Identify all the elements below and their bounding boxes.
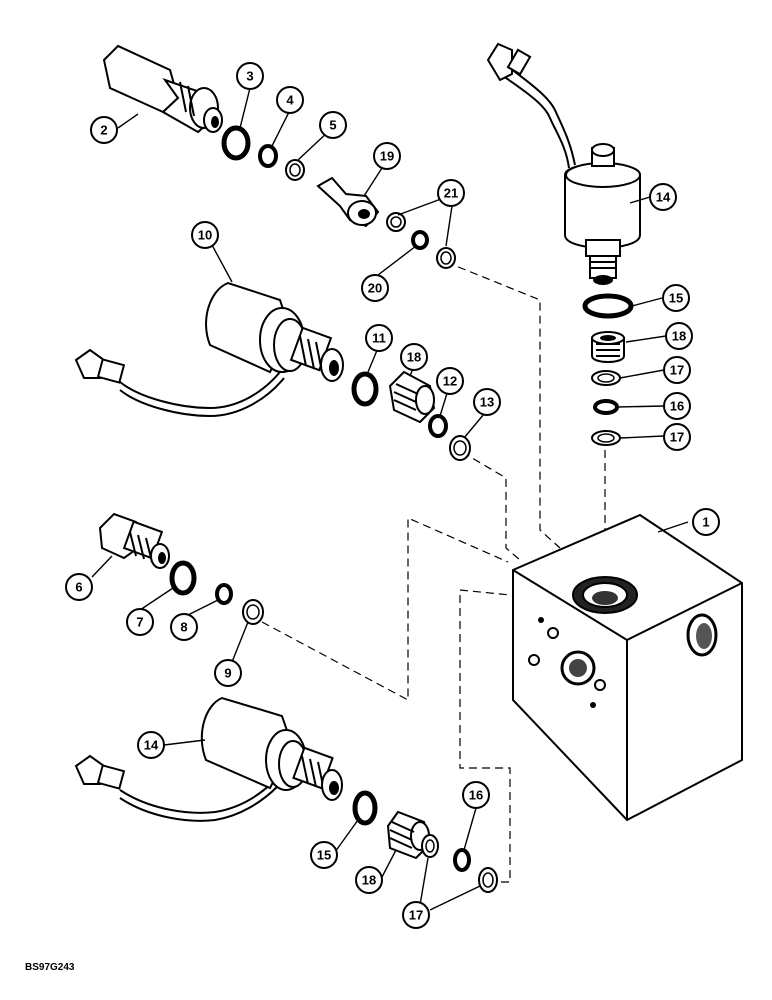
callout-17-bottom: 17 bbox=[402, 901, 430, 929]
seal-rings-middle bbox=[351, 370, 471, 461]
callout-label: 8 bbox=[180, 620, 187, 635]
solenoid-valve-middle bbox=[74, 281, 344, 418]
callout-8: 8 bbox=[170, 613, 198, 641]
seal-rings-bottom bbox=[352, 790, 498, 893]
callout-19: 19 bbox=[373, 142, 401, 170]
callout-7: 7 bbox=[126, 608, 154, 636]
cartridge-valve-top bbox=[102, 44, 223, 134]
callout-label: 17 bbox=[409, 908, 423, 923]
callout-label: 4 bbox=[286, 93, 294, 108]
callout-17-top-b: 17 bbox=[663, 423, 691, 451]
callout-17-top-a: 17 bbox=[663, 356, 691, 384]
callout-label: 3 bbox=[246, 69, 253, 84]
callout-9: 9 bbox=[214, 659, 242, 687]
callout-14-top: 14 bbox=[649, 183, 677, 211]
solenoid-valve-bottom bbox=[74, 696, 343, 822]
callout-4: 4 bbox=[276, 86, 304, 114]
callout-label: 17 bbox=[670, 430, 684, 445]
callout-1: 1 bbox=[692, 508, 720, 536]
callout-label: 5 bbox=[329, 118, 336, 133]
callout-18-bottom: 18 bbox=[355, 866, 383, 894]
callout-label: 18 bbox=[407, 350, 421, 365]
valve-block bbox=[512, 513, 743, 822]
callout-label: 6 bbox=[75, 580, 82, 595]
callout-label: 19 bbox=[380, 149, 394, 164]
solenoid-valve-vertical bbox=[486, 42, 641, 285]
callout-13: 13 bbox=[473, 388, 501, 416]
seal-rings-21-20 bbox=[386, 212, 456, 269]
callout-16-top: 16 bbox=[663, 392, 691, 420]
callout-label: 2 bbox=[100, 123, 107, 138]
callout-label: 21 bbox=[444, 186, 458, 201]
callout-label: 16 bbox=[670, 399, 684, 414]
cartridge-plug bbox=[98, 512, 170, 569]
callout-label: 13 bbox=[480, 395, 494, 410]
valve-poppet bbox=[316, 176, 380, 228]
callout-label: 11 bbox=[372, 331, 386, 346]
callout-label: 7 bbox=[136, 615, 143, 630]
vertical-seal-stack bbox=[582, 293, 634, 446]
callout-label: 16 bbox=[469, 788, 483, 803]
callout-label: 20 bbox=[368, 281, 382, 296]
callout-3: 3 bbox=[236, 62, 264, 90]
callout-14-bottom: 14 bbox=[137, 731, 165, 759]
callout-label: 1 bbox=[702, 515, 709, 530]
callout-6: 6 bbox=[65, 573, 93, 601]
callout-10: 10 bbox=[191, 221, 219, 249]
callout-18-middle: 18 bbox=[400, 343, 428, 371]
assembly-dashed-lines bbox=[261, 261, 606, 883]
callout-label: 14 bbox=[656, 190, 671, 205]
callout-label: 18 bbox=[362, 873, 376, 888]
callout-11: 11 bbox=[365, 324, 393, 352]
callout-label: 14 bbox=[144, 738, 159, 753]
callout-15-top: 15 bbox=[662, 284, 690, 312]
callout-2: 2 bbox=[90, 116, 118, 144]
callout-label: 10 bbox=[198, 228, 212, 243]
figure-code: BS97G243 bbox=[25, 962, 75, 973]
callout-label: 12 bbox=[443, 374, 457, 389]
callout-label: 15 bbox=[317, 848, 331, 863]
callout-12: 12 bbox=[436, 367, 464, 395]
callout-5: 5 bbox=[319, 111, 347, 139]
callout-label: 9 bbox=[224, 666, 231, 681]
callout-16-bottom: 16 bbox=[462, 781, 490, 809]
seal-rings-left bbox=[169, 560, 264, 625]
callout-15-bottom: 15 bbox=[310, 841, 338, 869]
seal-rings-top bbox=[221, 125, 305, 181]
callout-20: 20 bbox=[361, 274, 389, 302]
callout-18-top: 18 bbox=[665, 322, 693, 350]
callout-label: 18 bbox=[672, 329, 686, 344]
callout-label: 17 bbox=[670, 363, 684, 378]
callout-21: 21 bbox=[437, 179, 465, 207]
callout-label: 15 bbox=[669, 291, 683, 306]
